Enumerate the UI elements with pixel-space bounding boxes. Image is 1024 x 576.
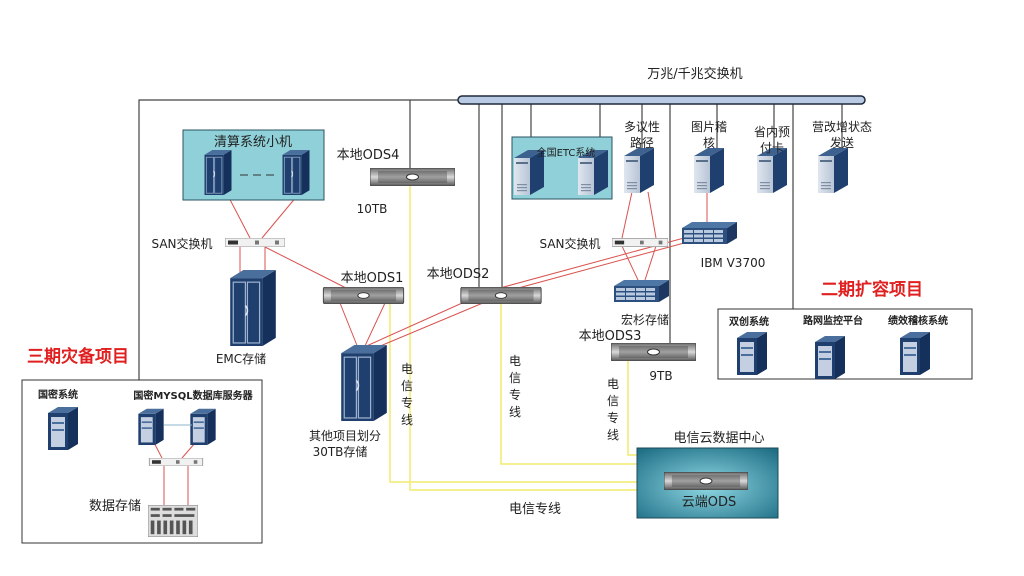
server-icon <box>48 407 78 450</box>
san-switch-left-icon <box>225 238 285 247</box>
server-icon <box>138 408 164 445</box>
server-label: 核 <box>703 136 715 150</box>
server-label: 发送 <box>830 135 854 150</box>
cloud-title: 电信云数据中心 <box>673 431 764 446</box>
server-icon <box>818 148 848 193</box>
ods1-icon <box>322 287 405 304</box>
system-label: 路网监控平台 <box>803 314 863 327</box>
svg-text:线: 线 <box>607 428 619 442</box>
svg-text:专: 专 <box>401 395 413 410</box>
ods4-label: 本地ODS4 <box>337 148 400 163</box>
core-switch-label: 万兆/千兆交换机 <box>647 66 742 82</box>
svg-text:信: 信 <box>607 394 619 408</box>
phase3-group: 三期灾备项目 国密系统 国密MYSQL数据库服务器 数据存储 <box>21 346 263 544</box>
svg-text:信: 信 <box>401 379 413 393</box>
leased-line-vertical-labels: 电信专线 电信专线 电信专线 <box>401 354 619 442</box>
top-servers: 多议性 路径 图片稽 核 省内预 付卡 营改增状态 发送 <box>624 119 872 193</box>
server-label: 路径 <box>630 135 654 150</box>
ods3-label: 本地ODS3 <box>579 329 642 344</box>
phase2-group: 二期扩容项目 双创系统 路网监控平台 绩效稽核系统 <box>717 279 973 380</box>
svg-text:线: 线 <box>401 413 413 427</box>
cloud-ods-icon <box>664 472 748 490</box>
emc-storage-icon <box>230 270 276 346</box>
other-storage-label-1: 其他项目划分 <box>309 429 381 443</box>
hongshan-storage-icon <box>614 280 669 302</box>
ods3-capacity: 9TB <box>649 369 672 383</box>
emc-storage-label: EMC存储 <box>216 351 266 366</box>
ods4-capacity: 10TB <box>357 202 388 216</box>
svg-text:专: 专 <box>509 387 521 402</box>
ibm-v3700-label: IBM V3700 <box>701 256 766 270</box>
server-icon <box>737 332 767 375</box>
guomi-label: 国密系统 <box>38 388 78 401</box>
cloud-data-center: 电信云数据中心 云端ODS <box>636 431 779 519</box>
ods2-icon <box>460 287 542 304</box>
svg-text:专: 专 <box>607 410 619 425</box>
disk-array-icon <box>148 505 198 537</box>
svg-text:电: 电 <box>401 362 413 376</box>
san-links <box>149 189 708 505</box>
server-icon <box>190 408 216 445</box>
core-switch: 万兆/千兆交换机 <box>457 66 866 105</box>
ods1-label: 本地ODS1 <box>341 271 404 286</box>
ods2-label: 本地ODS2 <box>427 267 490 282</box>
minicomputer-icon <box>282 150 310 195</box>
san-switch-right-label: SAN交换机 <box>539 236 600 251</box>
svg-text:电: 电 <box>509 354 521 368</box>
server-label: 多议性 <box>624 120 660 134</box>
phase2-title: 二期扩容项目 <box>821 279 923 300</box>
server-icon <box>624 148 654 193</box>
switch-icon <box>148 458 204 466</box>
ibm-v3700-icon <box>682 222 737 244</box>
svg-text:线: 线 <box>509 405 521 419</box>
system-label: 双创系统 <box>729 315 769 328</box>
leased-line-label: 电信专线 <box>509 502 561 517</box>
server-label: 付卡 <box>760 141 784 155</box>
other-storage-label-2: 30TB存储 <box>313 444 368 459</box>
server-label: 营改增状态 <box>812 120 872 134</box>
server-label: 省内预 <box>754 125 790 139</box>
svg-text:信: 信 <box>509 371 521 385</box>
hongshan-storage-label: 宏杉存储 <box>621 312 669 327</box>
ods4-icon <box>370 168 455 186</box>
svg-text:电: 电 <box>607 377 619 391</box>
lan-links <box>138 99 843 380</box>
clearing-system-group: 清算系统小机 <box>182 129 325 201</box>
etc-system-group: 全国ETC系统 <box>511 136 613 200</box>
other-storage-icon <box>340 345 388 421</box>
san-switch-right-icon <box>612 238 668 247</box>
data-storage-label: 数据存储 <box>89 499 141 514</box>
server-label: 图片稽 <box>691 119 727 134</box>
cloud-ods-label: 云端ODS <box>682 495 737 510</box>
server-icon <box>900 332 930 375</box>
server-icon <box>694 148 724 193</box>
leased-lines <box>389 186 637 491</box>
etc-system-label: 全国ETC系统 <box>537 146 596 159</box>
ods3-icon <box>611 343 696 361</box>
system-label: 绩效稽核系统 <box>888 314 948 327</box>
server-icon <box>815 336 845 379</box>
phase3-title: 三期灾备项目 <box>27 346 129 367</box>
san-switch-left-label: SAN交换机 <box>151 236 212 251</box>
minicomputer-icon <box>204 150 232 195</box>
clearing-system-label: 清算系统小机 <box>214 135 292 150</box>
mysql-label: 国密MYSQL数据库服务器 <box>133 389 253 402</box>
